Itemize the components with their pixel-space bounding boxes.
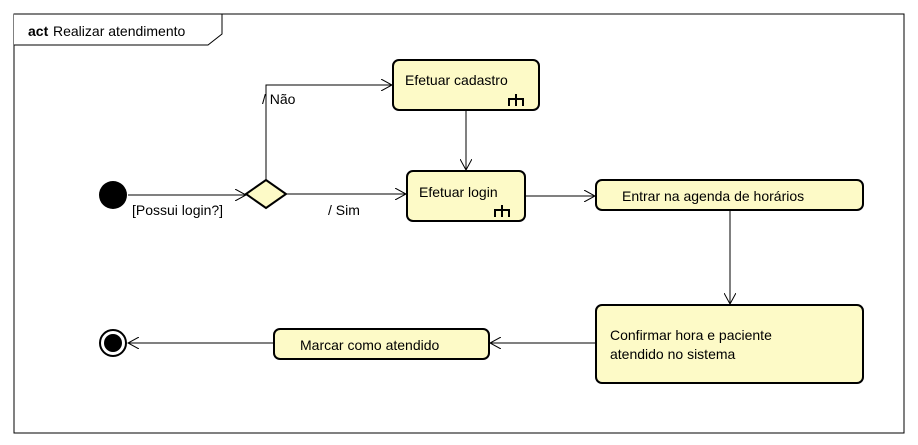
frame-tab bbox=[14, 13, 223, 46]
call-behavior-icon bbox=[494, 205, 510, 217]
frame-keyword: act bbox=[28, 23, 49, 39]
action-entrar-agenda-label: Entrar na agenda de horários bbox=[622, 188, 804, 204]
initial-node[interactable] bbox=[99, 181, 127, 209]
guard-label: [Possui login?] bbox=[132, 202, 223, 218]
final-node[interactable] bbox=[99, 329, 127, 357]
action-confirmar-hora[interactable] bbox=[595, 304, 864, 384]
edge-decision-to-cadastro bbox=[265, 85, 392, 180]
call-behavior-icon bbox=[508, 94, 524, 106]
action-confirmar-hora-line1: Confirmar hora e paciente bbox=[610, 327, 772, 343]
frame-title: Realizar atendimento bbox=[53, 23, 186, 39]
action-efetuar-cadastro-label: Efetuar cadastro bbox=[405, 72, 508, 88]
edge-label-sim: / Sim bbox=[328, 202, 360, 218]
action-efetuar-login-label: Efetuar login bbox=[419, 184, 498, 200]
action-marcar-atendido[interactable] bbox=[273, 328, 490, 360]
action-confirmar-hora-line2: atendido no sistema bbox=[610, 346, 736, 362]
edge-label-nao: / Não bbox=[262, 91, 296, 107]
action-marcar-atendido-label: Marcar como atendido bbox=[300, 337, 440, 353]
